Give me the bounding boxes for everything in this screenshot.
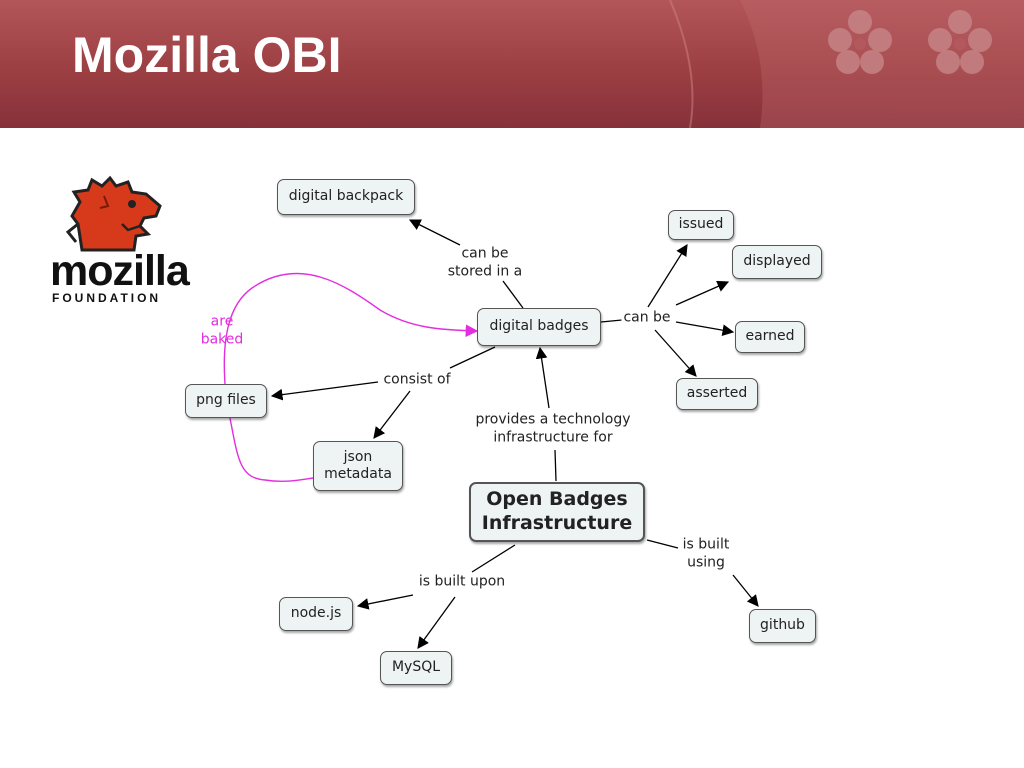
slide-title: Mozilla OBI — [72, 27, 342, 83]
node-nodejs: node.js — [279, 597, 353, 631]
node-displayed: displayed — [732, 245, 822, 279]
node-png-files: png files — [185, 384, 267, 418]
link-are-baked: are baked — [200, 313, 244, 348]
node-earned: earned — [735, 321, 805, 353]
crest-watermark — [669, 0, 1024, 128]
node-json-metadata: json metadata — [313, 441, 403, 491]
link-provides-technology-infrastructure: provides a technology infrastructure for — [473, 411, 633, 447]
node-github: github — [749, 609, 816, 643]
line-builtupon-to-node — [356, 594, 414, 610]
line-canbe-to-issued — [647, 244, 688, 308]
line-baked-upper — [223, 272, 479, 385]
line-canbe-to-asserted — [654, 329, 697, 377]
node-open-badges-infrastructure: Open Badges Infrastructure — [469, 482, 645, 542]
line-provides-to-badges — [535, 346, 550, 409]
node-issued: issued — [668, 210, 734, 240]
line-badges-to-stored — [502, 280, 524, 309]
slide-header: Mozilla OBI — [0, 0, 1024, 128]
line-canbe-to-earned — [675, 321, 735, 336]
link-can-be: can be — [621, 309, 673, 327]
line-consist-to-json — [373, 390, 411, 439]
logo-subtitle: FOUNDATION — [52, 291, 162, 305]
line-obi-to-provides — [554, 449, 557, 482]
node-mysql: MySQL — [380, 651, 452, 685]
line-canbe-to-displayed — [675, 280, 730, 306]
link-is-built-using: is built using — [680, 536, 732, 572]
link-consist-of: consist of — [381, 371, 453, 389]
mozilla-dino-icon — [65, 175, 162, 252]
line-obi-to-builtupon — [471, 544, 516, 573]
line-builtupon-to-mysql — [417, 596, 456, 649]
link-can-be-stored-in-a: can be stored in a — [445, 245, 525, 281]
line-baked-lower — [229, 417, 314, 482]
line-stored-to-backpack — [408, 219, 461, 246]
line-obi-to-builtusing — [646, 539, 679, 549]
line-badges-to-consist — [449, 346, 496, 369]
logo-wordmark: mozilla — [50, 247, 190, 295]
line-badges-to-canbe — [600, 319, 623, 323]
node-digital-badges: digital badges — [477, 308, 601, 346]
node-digital-backpack: digital backpack — [277, 179, 415, 215]
link-is-built-upon: is built upon — [416, 573, 508, 591]
line-consist-to-png — [270, 381, 379, 401]
node-asserted: asserted — [676, 378, 758, 410]
line-builtusing-to-github — [732, 574, 759, 607]
